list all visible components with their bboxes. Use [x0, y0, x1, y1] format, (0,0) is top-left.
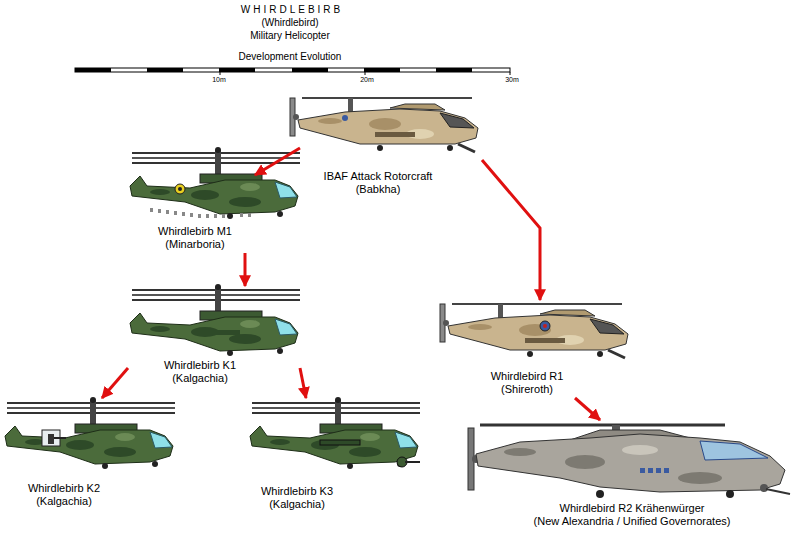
- helicopter-node: Whirdlebird R1(Shireroth): [440, 300, 620, 398]
- scale-bar: [75, 68, 510, 75]
- k3-helicopter: [250, 397, 420, 469]
- diagram-title: WHIRDLEBIRB: [241, 4, 343, 15]
- helicopter-caption: Whirdlebirb K2(Kalgachia): [28, 482, 100, 508]
- k2-helicopter: [5, 397, 175, 469]
- helicopter-node: Whirdlebirb K3(Kalgachia): [248, 398, 423, 513]
- helicopter-caption: Whirdlebirb K3(Kalgachia): [261, 485, 333, 511]
- helicopter-node: Whirdlebirb K2(Kalgachia): [4, 398, 176, 516]
- evolution-arrow: [300, 368, 306, 398]
- k1-helicopter: [130, 284, 300, 356]
- operator-name: (Babkha): [324, 183, 433, 196]
- text-label: 20m: [360, 76, 374, 83]
- operator-name: (New Alexandria / Unified Governorates): [534, 515, 731, 528]
- text-label: Military Helicopter: [250, 30, 329, 41]
- evolution-arrow: [482, 160, 540, 300]
- text-label: 10m: [212, 76, 226, 83]
- evolution-arrow: [244, 253, 247, 286]
- m1-helicopter: [130, 147, 300, 219]
- model-name: Whirdlebirb K3: [261, 485, 333, 498]
- model-name: Whirdlebird R2 Krähenwürger: [534, 502, 731, 515]
- helicopter-node: Whirdlebird R2 Krähenwürger(New Alexandr…: [468, 420, 798, 530]
- r1-helicopter: [440, 304, 628, 358]
- evolution-arrow: [575, 398, 600, 420]
- helicopter-caption: Whirdlebird R2 Krähenwürger(New Alexandr…: [534, 502, 731, 528]
- helicopter-node: Whirdlebirb K1(Kalgachia): [128, 286, 300, 387]
- operator-name: (Minarboria): [158, 238, 232, 251]
- operator-name: (Kalgachia): [28, 495, 100, 508]
- evolution-arrow: [255, 148, 300, 175]
- operator-name: (Kalgachia): [261, 498, 333, 511]
- model-name: IBAF Attack Rotorcraft: [324, 170, 433, 183]
- text-label: Development Evolution: [239, 51, 342, 62]
- operator-name: (Kalgachia): [164, 372, 236, 385]
- model-name: Whirdlebirb K1: [164, 359, 236, 372]
- model-name: Whirdlebirb M1: [158, 225, 232, 238]
- evolution-arrow: [102, 368, 128, 398]
- helicopter-node: IBAF Attack Rotorcraft(Babkha): [300, 92, 482, 198]
- model-name: Whirdlebirb K2: [28, 482, 100, 495]
- helicopter-caption: Whirdlebirb M1(Minarboria): [158, 225, 232, 251]
- helicopter-node: Whirdlebirb M1(Minarboria): [128, 175, 300, 253]
- helicopter-caption: IBAF Attack Rotorcraft(Babkha): [324, 170, 433, 196]
- model-name: Whirdlebird R1: [491, 370, 564, 383]
- text-label: (Whirdlebird): [261, 17, 318, 28]
- text-label: 30m: [505, 76, 519, 83]
- operator-name: (Shireroth): [491, 383, 564, 396]
- helicopter-caption: Whirdlebird R1(Shireroth): [491, 370, 564, 396]
- babkha-helicopter: [290, 98, 478, 152]
- helicopter-caption: Whirdlebirb K1(Kalgachia): [164, 359, 236, 385]
- r2-helicopter: [468, 425, 790, 498]
